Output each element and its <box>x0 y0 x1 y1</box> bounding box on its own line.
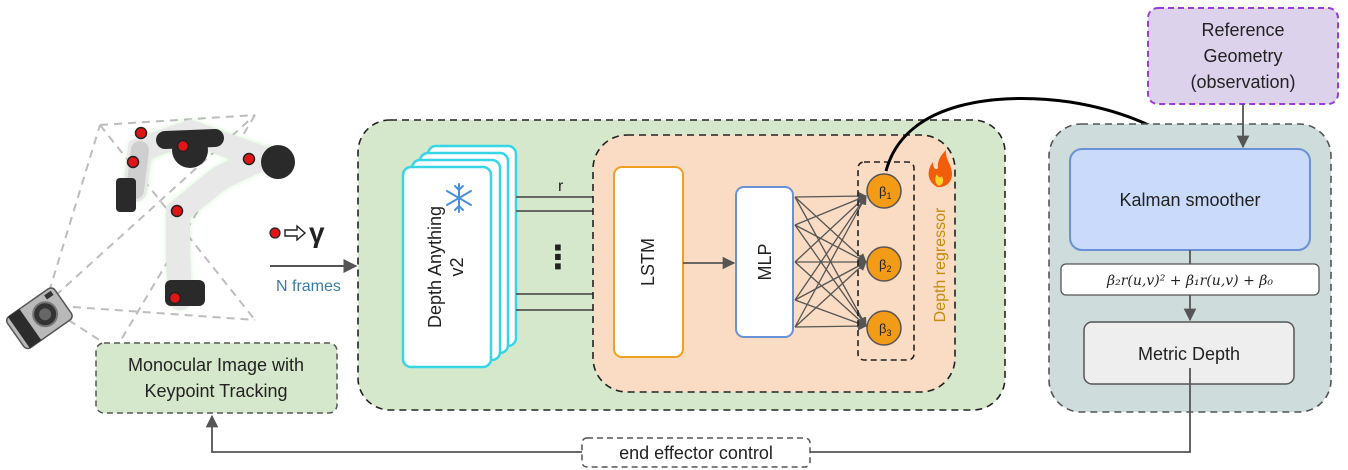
metric-depth-label: Metric Depth <box>1138 344 1240 364</box>
beta-2-base: β <box>879 257 886 272</box>
end-effector-box <box>581 437 811 468</box>
depth-regressor-label: Depth regressor <box>932 207 949 322</box>
svg-text:β3: β3 <box>879 321 892 338</box>
monocular-image-box <box>95 342 338 414</box>
n-frames-label: N frames <box>276 278 341 295</box>
beta-node-2: β2 <box>866 246 902 282</box>
mlp-box <box>735 186 794 338</box>
reference-label-line3: (observation) <box>1190 72 1295 92</box>
keypoint-symbol: γ <box>309 217 325 248</box>
lstm-box <box>613 166 684 358</box>
svg-text:β1: β1 <box>879 184 892 201</box>
camera-icon <box>5 287 73 350</box>
beta-1-sub: 1 <box>886 191 891 201</box>
monocular-label-line1: Monocular Image with <box>128 355 304 375</box>
depth-anything-stack <box>401 144 518 369</box>
robot-arm-icon <box>116 119 295 310</box>
beta-output-group <box>857 161 915 361</box>
fire-icon <box>928 150 952 188</box>
formula-text: β₂r(u,v)² + β₁r(u,v) + β₀ <box>1106 273 1273 289</box>
kalman-smoother-label: Kalman smoother <box>1119 190 1260 210</box>
keypoint-dot-icon <box>269 227 281 239</box>
reference-label-line1: Reference <box>1201 20 1284 40</box>
beta-3-sub: 3 <box>886 328 891 338</box>
end-effector-label: end effector control <box>619 443 773 463</box>
reference-label-line2: Geometry <box>1203 46 1282 66</box>
mlp-to-beta-connections <box>794 191 867 331</box>
depth-anything-label-line1: Depth Anything <box>425 206 445 328</box>
depth-anything-label-line2: v2 <box>447 257 467 276</box>
beta-node-1: β1 <box>866 173 902 209</box>
ray-label: r <box>558 178 564 195</box>
svg-text:β2: β2 <box>879 257 892 274</box>
snowflake-icon <box>446 183 472 213</box>
beta-node-3: β3 <box>866 310 902 346</box>
beta-2-sub: 2 <box>886 264 891 274</box>
metric-depth-box <box>1083 321 1295 385</box>
ellipsis: ⋮ <box>542 239 574 275</box>
lstm-label: LSTM <box>638 238 658 286</box>
mlp-label: MLP <box>755 243 775 280</box>
hollow-arrow-icon <box>284 224 307 242</box>
beta-1-base: β <box>879 184 886 199</box>
monocular-label-line2: Keypoint Tracking <box>144 381 287 401</box>
beta-3-base: β <box>879 321 886 336</box>
